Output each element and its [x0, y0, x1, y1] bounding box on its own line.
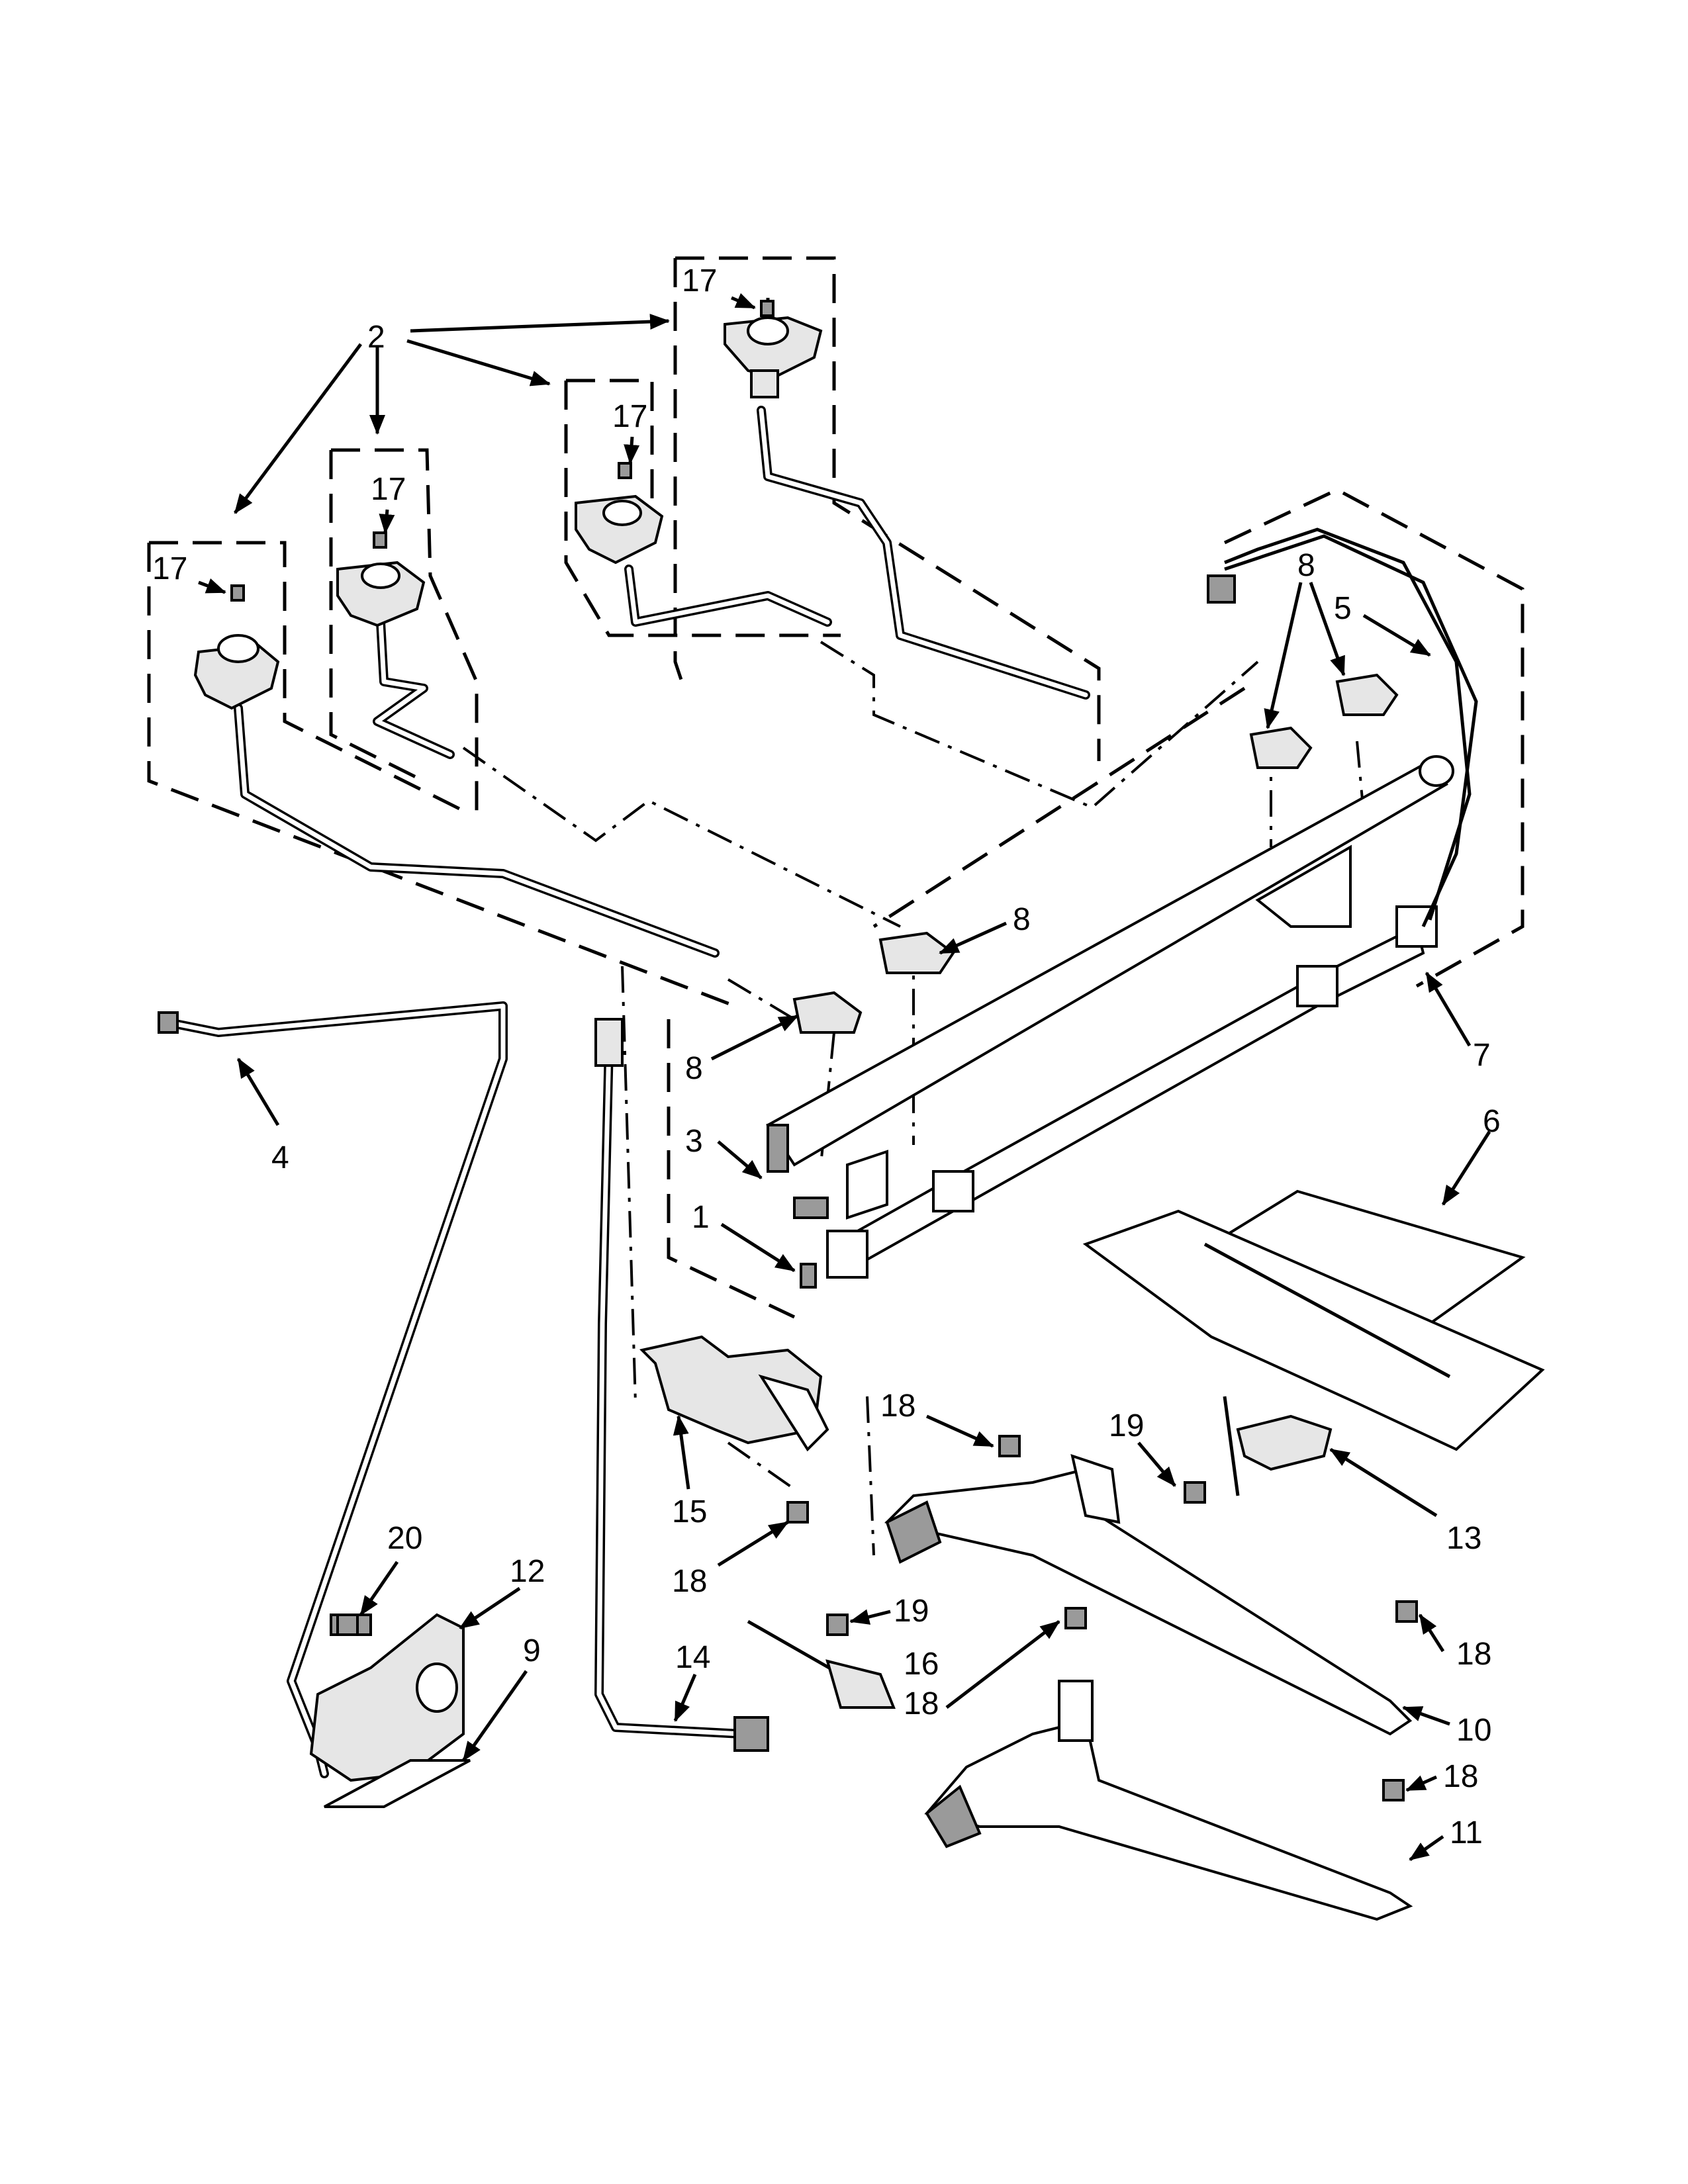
callout-17-second: 17 — [612, 399, 647, 434]
igniter-connector — [1207, 574, 1236, 604]
callout-17-top: 17 — [682, 263, 717, 298]
baffle-6 — [1082, 1189, 1545, 1451]
burner-tubes — [234, 406, 1090, 958]
callout-18-b: 18 — [672, 1564, 707, 1599]
leader-lines — [198, 293, 1491, 1862]
burner-11 — [924, 1680, 1413, 1921]
callout-1: 1 — [692, 1200, 710, 1235]
burner-valve-3 — [336, 531, 426, 627]
assembly-outlines — [147, 256, 1524, 1319]
callout-8-middle: 8 — [1013, 902, 1031, 937]
callout-3: 3 — [685, 1124, 703, 1159]
callout-4: 4 — [271, 1140, 289, 1175]
pressure-regulator-12 — [309, 1613, 465, 1782]
orifices — [792, 673, 1399, 1034]
callout-19-a: 19 — [1109, 1408, 1144, 1443]
igniter-wire-2 — [1224, 534, 1478, 928]
callout-14: 14 — [675, 1640, 710, 1675]
tube-14-fitting-bottom — [733, 1716, 769, 1752]
burner-valve-2 — [575, 462, 664, 565]
callout-18-a: 18 — [880, 1388, 915, 1424]
callout-8-top: 8 — [1297, 548, 1315, 583]
igniter-16 — [747, 1619, 896, 1709]
callout-18-c: 18 — [904, 1686, 939, 1721]
callout-5: 5 — [1334, 591, 1352, 626]
callout-17-third: 17 — [371, 472, 406, 507]
callout-6: 6 — [1483, 1104, 1501, 1139]
burner-10 — [884, 1453, 1413, 1736]
callout-17-left: 17 — [152, 551, 187, 586]
callout-13: 13 — [1446, 1521, 1481, 1556]
tube-4-fitting — [158, 1011, 179, 1034]
callout-2: 2 — [367, 320, 385, 355]
callout-8-left: 8 — [685, 1051, 703, 1086]
callout-7: 7 — [1473, 1038, 1491, 1073]
burner-valve-top — [724, 298, 823, 398]
tube-14-fitting-top — [594, 1018, 624, 1067]
callout-20: 20 — [387, 1521, 422, 1556]
callout-19-b: 19 — [894, 1594, 929, 1629]
part-15 — [639, 1335, 829, 1452]
callout-labels: 2 17 17 17 17 8 5 8 7 8 4 3 6 1 18 19 15… — [152, 263, 1501, 1850]
part-13 — [1223, 1396, 1333, 1496]
callout-12: 12 — [510, 1554, 545, 1589]
screws — [336, 1197, 1418, 1801]
callout-10: 10 — [1456, 1713, 1491, 1748]
callout-16: 16 — [904, 1647, 939, 1682]
callout-9: 9 — [523, 1633, 541, 1668]
igniter-wire — [1224, 527, 1472, 921]
burner-valve-4 — [193, 584, 280, 710]
callout-15: 15 — [672, 1494, 707, 1529]
manifold — [766, 755, 1454, 1220]
callout-18-d: 18 — [1456, 1637, 1491, 1672]
callout-18-e: 18 — [1443, 1759, 1478, 1794]
callout-11: 11 — [1450, 1815, 1483, 1850]
